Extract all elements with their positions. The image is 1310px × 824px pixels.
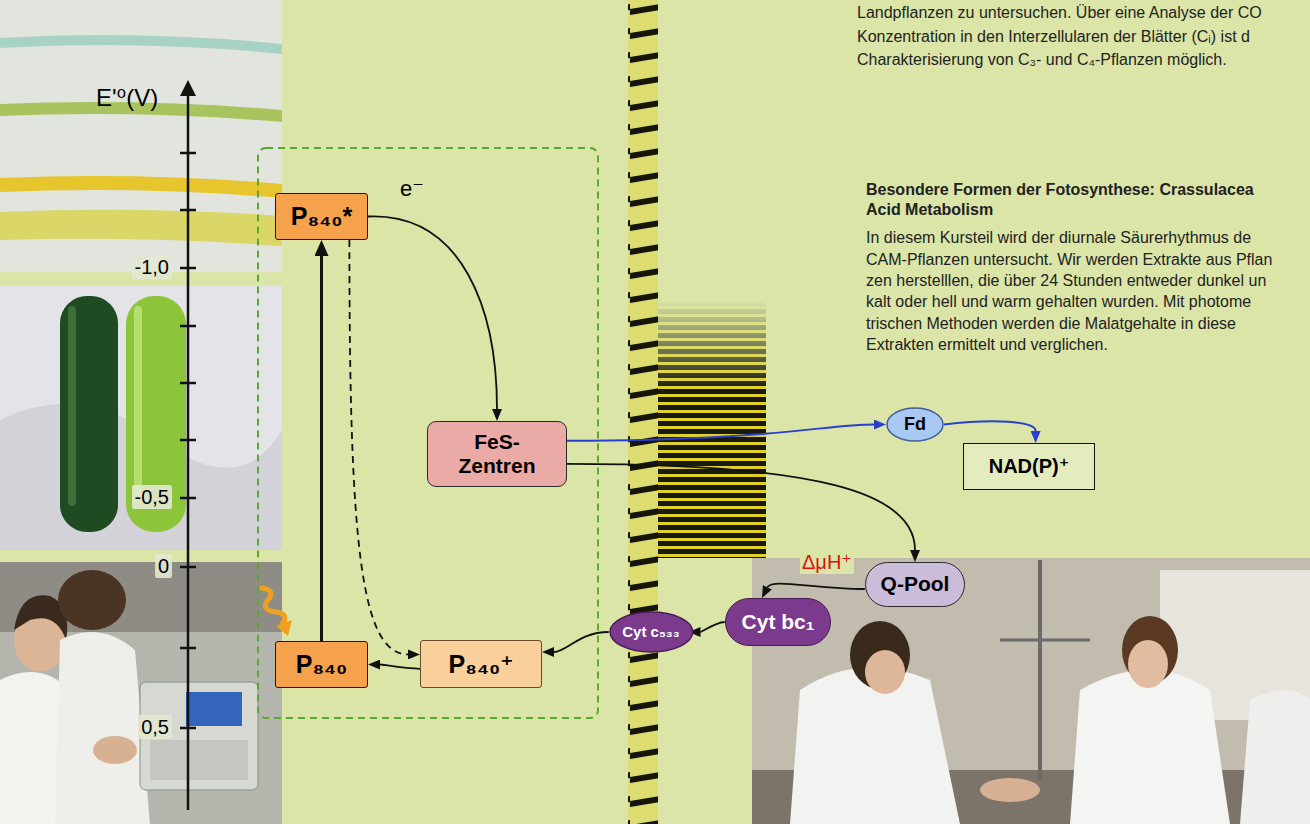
spectrum-strip xyxy=(628,0,766,824)
lab-photo-left xyxy=(150,740,248,780)
quinone-pool-box: Q-Pool xyxy=(865,562,965,607)
axis-tick-label: -1,0 xyxy=(132,255,172,279)
potential-axis xyxy=(187,94,190,810)
body-text: Konzentration in den Interzellularen der… xyxy=(857,27,1250,46)
ferredoxin-arrow xyxy=(567,425,874,441)
lab-photo-right xyxy=(752,558,1310,824)
test-tube-photo xyxy=(134,306,142,506)
potential-axis xyxy=(180,382,196,385)
lab-photo-right xyxy=(1128,640,1168,688)
lab-photo-left xyxy=(55,632,150,824)
lab-photo-left xyxy=(186,692,242,726)
light-quantum-symbol xyxy=(262,588,285,624)
reduction-arrow xyxy=(554,632,609,652)
ferredoxin-oval: Fd xyxy=(886,407,944,442)
lab-photo-right xyxy=(752,558,1310,824)
node-label: P₈₄₀* xyxy=(291,202,352,231)
node-label: Q-Pool xyxy=(881,572,950,596)
lab-photo-left xyxy=(58,570,126,630)
chromatography-photo xyxy=(0,210,282,246)
potential-axis xyxy=(180,647,196,650)
test-tube-photo xyxy=(0,286,282,550)
body-text: Charakterisierung von C₃- und C₄-Pflanze… xyxy=(857,50,1227,69)
light-quantum-symbol xyxy=(276,620,292,636)
lab-photo-right xyxy=(1038,560,1042,780)
potential-axis xyxy=(180,80,196,810)
body-text: CAM-Pflanzen untersucht. Wir werden Extr… xyxy=(866,250,1272,269)
chromatography-photo xyxy=(0,0,282,272)
axis-title: E'⁰(V) xyxy=(96,84,158,113)
oval-outline xyxy=(610,612,693,652)
node-label: Fd xyxy=(904,414,926,435)
recombination-arrow xyxy=(349,240,408,654)
p840-excited-box: P₈₄₀* xyxy=(275,193,368,240)
node-label: P₈₄₀ xyxy=(296,650,348,679)
quinone-arrow xyxy=(567,464,915,550)
lab-photo-right xyxy=(980,778,1040,802)
fes-centre-box: FeS- Zentren xyxy=(427,421,567,487)
test-tube-photo xyxy=(60,296,118,532)
edge-label: e⁻ xyxy=(398,176,426,202)
node-label: Cyt bc₁ xyxy=(742,610,815,634)
reaction-centre-outline xyxy=(258,148,598,718)
section-heading: Acid Metabolism xyxy=(866,200,993,219)
test-tube-photo xyxy=(0,286,282,550)
p840-oxidised-box: P₈₄₀⁺ xyxy=(420,640,542,688)
lab-photo-right xyxy=(1240,690,1310,824)
axis-tick-label: 0 xyxy=(155,554,172,578)
cytochrome-arrow xyxy=(701,622,725,632)
excitation-arrow xyxy=(320,256,323,641)
chromatography-photo xyxy=(0,0,282,272)
chromatography-photo xyxy=(0,35,282,54)
potential-axis xyxy=(180,566,196,569)
return-arrow xyxy=(380,665,420,669)
node-label: FeS- Zentren xyxy=(458,430,535,478)
potential-axis xyxy=(180,209,196,212)
electron-transfer-arrow xyxy=(368,216,497,409)
spectrum-strip xyxy=(628,0,658,824)
body-text: trischen Methoden werden die Malatgehalt… xyxy=(866,314,1236,333)
p840-box: P₈₄₀ xyxy=(275,641,368,688)
chromatography-photo xyxy=(0,176,282,198)
body-text: zen herstelllen, die über 24 Stunden ent… xyxy=(866,271,1266,290)
lab-photo-right xyxy=(865,650,905,694)
test-tube-photo xyxy=(126,296,186,532)
axis-tick-label: 0,5 xyxy=(138,715,172,739)
node-label: NAD(P)⁺ xyxy=(989,455,1070,478)
edge-label: ΔμH⁺ xyxy=(800,550,854,574)
potential-axis xyxy=(180,80,196,96)
section-heading: Besondere Formen der Fotosynthese: Crass… xyxy=(866,180,1254,199)
nadp-box: NAD(P)⁺ xyxy=(963,443,1095,490)
body-text: kalt oder hell und warm gehalten wurden.… xyxy=(866,292,1251,311)
cyt-c533-oval: Cyt c₅₃₃ xyxy=(609,611,694,653)
test-tube-photo xyxy=(68,306,76,506)
axis-tick-label: -0,5 xyxy=(132,485,172,509)
node-label: Cyt c₅₃₃ xyxy=(622,623,679,640)
spectrum-strip xyxy=(658,300,766,558)
light-quantum-symbol xyxy=(262,588,292,636)
lab-photo-left xyxy=(0,562,282,824)
body-text: Extrakten ermittelt und verglichen. xyxy=(866,335,1108,354)
potential-axis xyxy=(180,267,196,270)
body-text: Landpflanzen zu untersuchen. Über eine A… xyxy=(857,3,1262,22)
cyt-bc1-box: Cyt bc₁ xyxy=(725,598,831,646)
lab-photo-left xyxy=(0,562,282,824)
potential-axis xyxy=(180,727,196,730)
body-text: In diesem Kursteil wird der diurnale Säu… xyxy=(866,228,1251,247)
potential-axis xyxy=(180,439,196,442)
proton-gradient-arrow xyxy=(767,584,864,589)
lab-photo-right xyxy=(1000,639,1090,642)
node-label: P₈₄₀⁺ xyxy=(449,650,514,679)
spectrum-strip xyxy=(658,300,766,558)
lab-photo-left xyxy=(93,736,137,764)
oval-outline xyxy=(887,408,943,441)
lab-photo-right xyxy=(1070,670,1230,824)
potential-axis xyxy=(180,325,196,328)
nadp-reduction-arrow xyxy=(944,421,1036,431)
potential-axis xyxy=(180,152,196,155)
potential-axis xyxy=(180,497,196,500)
